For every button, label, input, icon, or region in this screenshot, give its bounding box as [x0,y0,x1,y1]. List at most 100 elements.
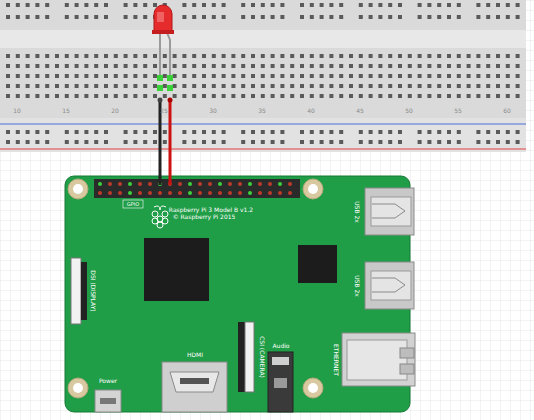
hole [133,84,137,88]
gpio-pin [278,191,282,195]
gpio-pin [258,182,262,186]
hole [486,94,490,98]
gpio-pin [248,182,252,186]
hole [251,130,255,134]
hole [6,3,10,7]
hole [388,94,392,98]
hole [261,94,265,98]
hole [133,64,137,68]
gpio-pin [108,182,112,186]
hole [329,54,333,58]
hole [369,64,373,68]
gpio-pin [198,191,202,195]
hole [437,64,441,68]
hole [202,130,206,134]
hole [506,94,510,98]
hole [94,64,98,68]
hole [75,3,79,7]
hole [300,84,304,88]
hole [516,3,520,7]
gpio-pin [228,182,232,186]
hole [231,64,235,68]
hole [320,64,324,68]
hole [6,84,10,88]
lan-chip [298,245,337,283]
hole [378,140,382,144]
hole [427,74,431,78]
hole [339,130,343,134]
port-label: USB 2x [354,201,360,223]
hole [104,84,108,88]
hole [418,94,422,98]
hole [271,64,275,68]
hole [290,74,294,78]
hole [408,94,412,98]
hole [378,74,382,78]
hole [369,74,373,78]
hole [222,130,226,134]
hole [369,94,373,98]
hole [398,54,402,58]
hole [26,3,30,7]
gpio-pin [128,182,132,186]
gpio-pin [248,191,252,195]
hole [418,74,422,78]
hole [212,94,216,98]
hole [437,54,441,58]
hole [378,54,382,58]
hole [447,94,451,98]
hole [104,3,108,7]
hole [408,54,412,58]
hole [427,94,431,98]
hole [133,140,137,144]
hole [35,140,39,144]
hole [310,140,314,144]
hole [6,130,10,134]
hole [486,84,490,88]
hole [457,130,461,134]
gpio-pin [138,182,142,186]
hole [65,64,69,68]
hole [496,64,500,68]
hole [408,74,412,78]
hole [94,74,98,78]
led-leg [159,30,161,80]
hole [45,140,49,144]
pi-board [65,176,410,412]
hole [369,84,373,88]
hole [506,54,510,58]
hole [261,3,265,7]
hole [104,64,108,68]
breadboard-body [0,0,526,152]
hole [418,130,422,134]
hole [447,3,451,7]
hole [231,84,235,88]
hole [476,130,480,134]
hole [369,54,373,58]
hole [516,94,520,98]
hole [359,84,363,88]
hole [45,64,49,68]
hole [192,94,196,98]
column-number: 50 [405,108,413,114]
hole [251,74,255,78]
hole [467,64,471,68]
hole [124,130,128,134]
hole [516,74,520,78]
hole [163,54,167,58]
hole [16,140,20,144]
hole [369,3,373,7]
hole [310,74,314,78]
hole [398,94,402,98]
hole [280,3,284,7]
hole [241,74,245,78]
hole [94,15,98,19]
hole [457,140,461,144]
hole [124,74,128,78]
hole [65,140,69,144]
hole [45,3,49,7]
hole [75,94,79,98]
hole [202,64,206,68]
hole [476,84,480,88]
hole [516,130,520,134]
